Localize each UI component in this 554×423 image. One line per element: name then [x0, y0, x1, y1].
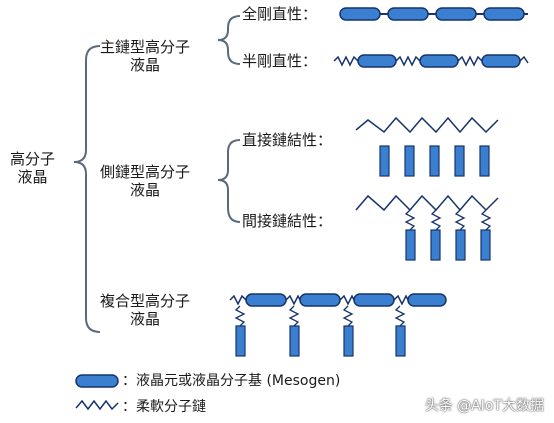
side-chain-direct [355, 116, 499, 177]
composite-label: 複合型高分子 液晶 [100, 292, 190, 328]
composite-label-line1: 複合型高分子 [100, 292, 191, 310]
side-chain-label: 側鏈型高分子 液晶 [100, 163, 190, 199]
full-rigid-chain [339, 7, 528, 21]
root-label: 高分子 液晶 [10, 150, 55, 186]
main-chain-brace [217, 15, 241, 65]
full-rigid-label: 全剛直性： [242, 5, 318, 23]
legend-flexible-symbol [75, 399, 119, 411]
root-brace [73, 45, 101, 333]
root-label-line1: 高分子 [10, 150, 56, 168]
root-label-line2: 液晶 [17, 168, 48, 186]
spaced-link-label: 間接鏈結性： [242, 212, 333, 230]
side-chain-label-line2: 液晶 [130, 181, 161, 199]
legend-flexible-text: ：柔軟分子鏈 [122, 399, 206, 415]
side-chain-spaced [355, 194, 499, 261]
semi-rigid-chain [333, 54, 529, 68]
legend-mesogen-symbol [75, 374, 119, 388]
watermark: 头条 @AIoT大数据 [424, 398, 544, 414]
side-chain-label-line1: 側鏈型高分子 [100, 163, 191, 181]
main-chain-label-line2: 液晶 [130, 56, 161, 74]
main-chain-label-line1: 主鏈型高分子 [100, 38, 191, 56]
direct-link-label: 直接鏈結性： [242, 131, 333, 149]
composite-chain [229, 293, 447, 357]
semi-rigid-label: 半剛直性： [242, 52, 318, 70]
main-chain-label: 主鏈型高分子 液晶 [100, 38, 190, 74]
composite-label-line2: 液晶 [130, 310, 161, 328]
side-chain-brace [217, 139, 241, 223]
legend-mesogen-text: ：液晶元或液晶分子基 (Mesogen) [122, 373, 341, 389]
